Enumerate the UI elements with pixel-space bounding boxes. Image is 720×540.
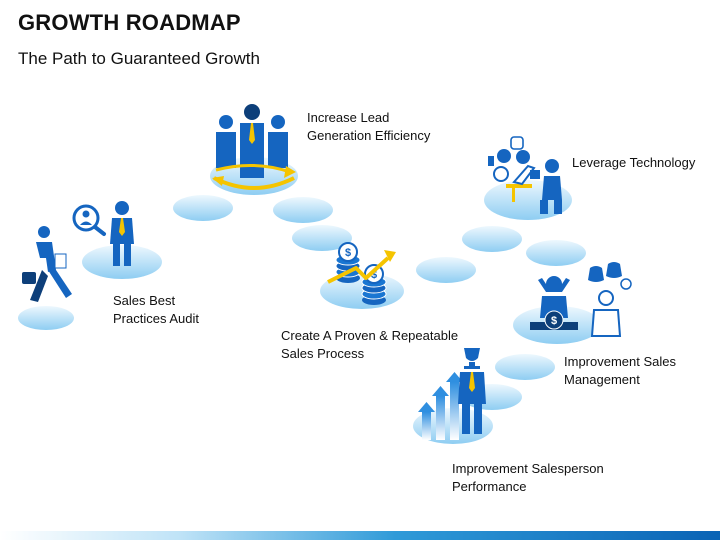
- money-bag-icon: [606, 262, 622, 278]
- step-label-lead-generation: Increase Lead Generation Efficiency: [307, 110, 431, 143]
- skype-icon: [516, 150, 530, 164]
- step-label-leverage-technology: Leverage Technology: [572, 155, 696, 170]
- stone: [273, 197, 333, 223]
- facebook-icon: [488, 156, 494, 166]
- step-label-sales-audit: Sales Best Practices Audit: [113, 293, 199, 326]
- stone: [526, 240, 586, 266]
- whatsapp-icon: [493, 166, 509, 182]
- stone: [462, 226, 522, 252]
- stone: [173, 195, 233, 221]
- trophy-figure-icon: [458, 348, 486, 434]
- relaxed-manager-icon: $: [530, 276, 578, 330]
- walking-businessman-icon: [22, 226, 72, 302]
- social-icons-cluster: [488, 136, 540, 182]
- page-title: GROWTH ROADMAP: [18, 10, 241, 35]
- skype-icon: [497, 149, 511, 163]
- dollar-icon: $: [551, 315, 557, 327]
- instagram-icon: [510, 136, 524, 150]
- assistant-figure-icon: [590, 290, 622, 337]
- growth-arrow-icon: [327, 250, 396, 284]
- stone: [495, 354, 555, 380]
- magnifier-person-icon: [72, 204, 106, 236]
- stone: [18, 306, 74, 330]
- bar-chart-arrows-icon: [418, 372, 463, 440]
- yahoo-icon: [530, 170, 540, 179]
- cycle-arrows-icon: [212, 163, 296, 190]
- dollar-icon: $: [371, 269, 377, 281]
- step-label-sales-management: Improvement Sales Management: [564, 354, 676, 387]
- money-bag-icons: [588, 262, 632, 290]
- dollar-icon: $: [345, 247, 351, 259]
- stone-platform-1: [82, 245, 162, 279]
- page-subtitle: The Path to Guaranteed Growth: [18, 49, 260, 68]
- coin-icon: [620, 278, 632, 290]
- stone: [416, 257, 476, 283]
- auditor-figure-icon: [110, 201, 134, 266]
- step-label-salesperson-performance: Improvement Salesperson Performance: [452, 461, 604, 494]
- stone: [292, 225, 352, 251]
- step-label-sales-process: Create A Proven & Repeatable Sales Proce…: [281, 328, 459, 361]
- laptop-user-icon: [506, 159, 562, 214]
- bottom-gradient-bar: [0, 531, 720, 540]
- money-bag-icon: [588, 266, 604, 282]
